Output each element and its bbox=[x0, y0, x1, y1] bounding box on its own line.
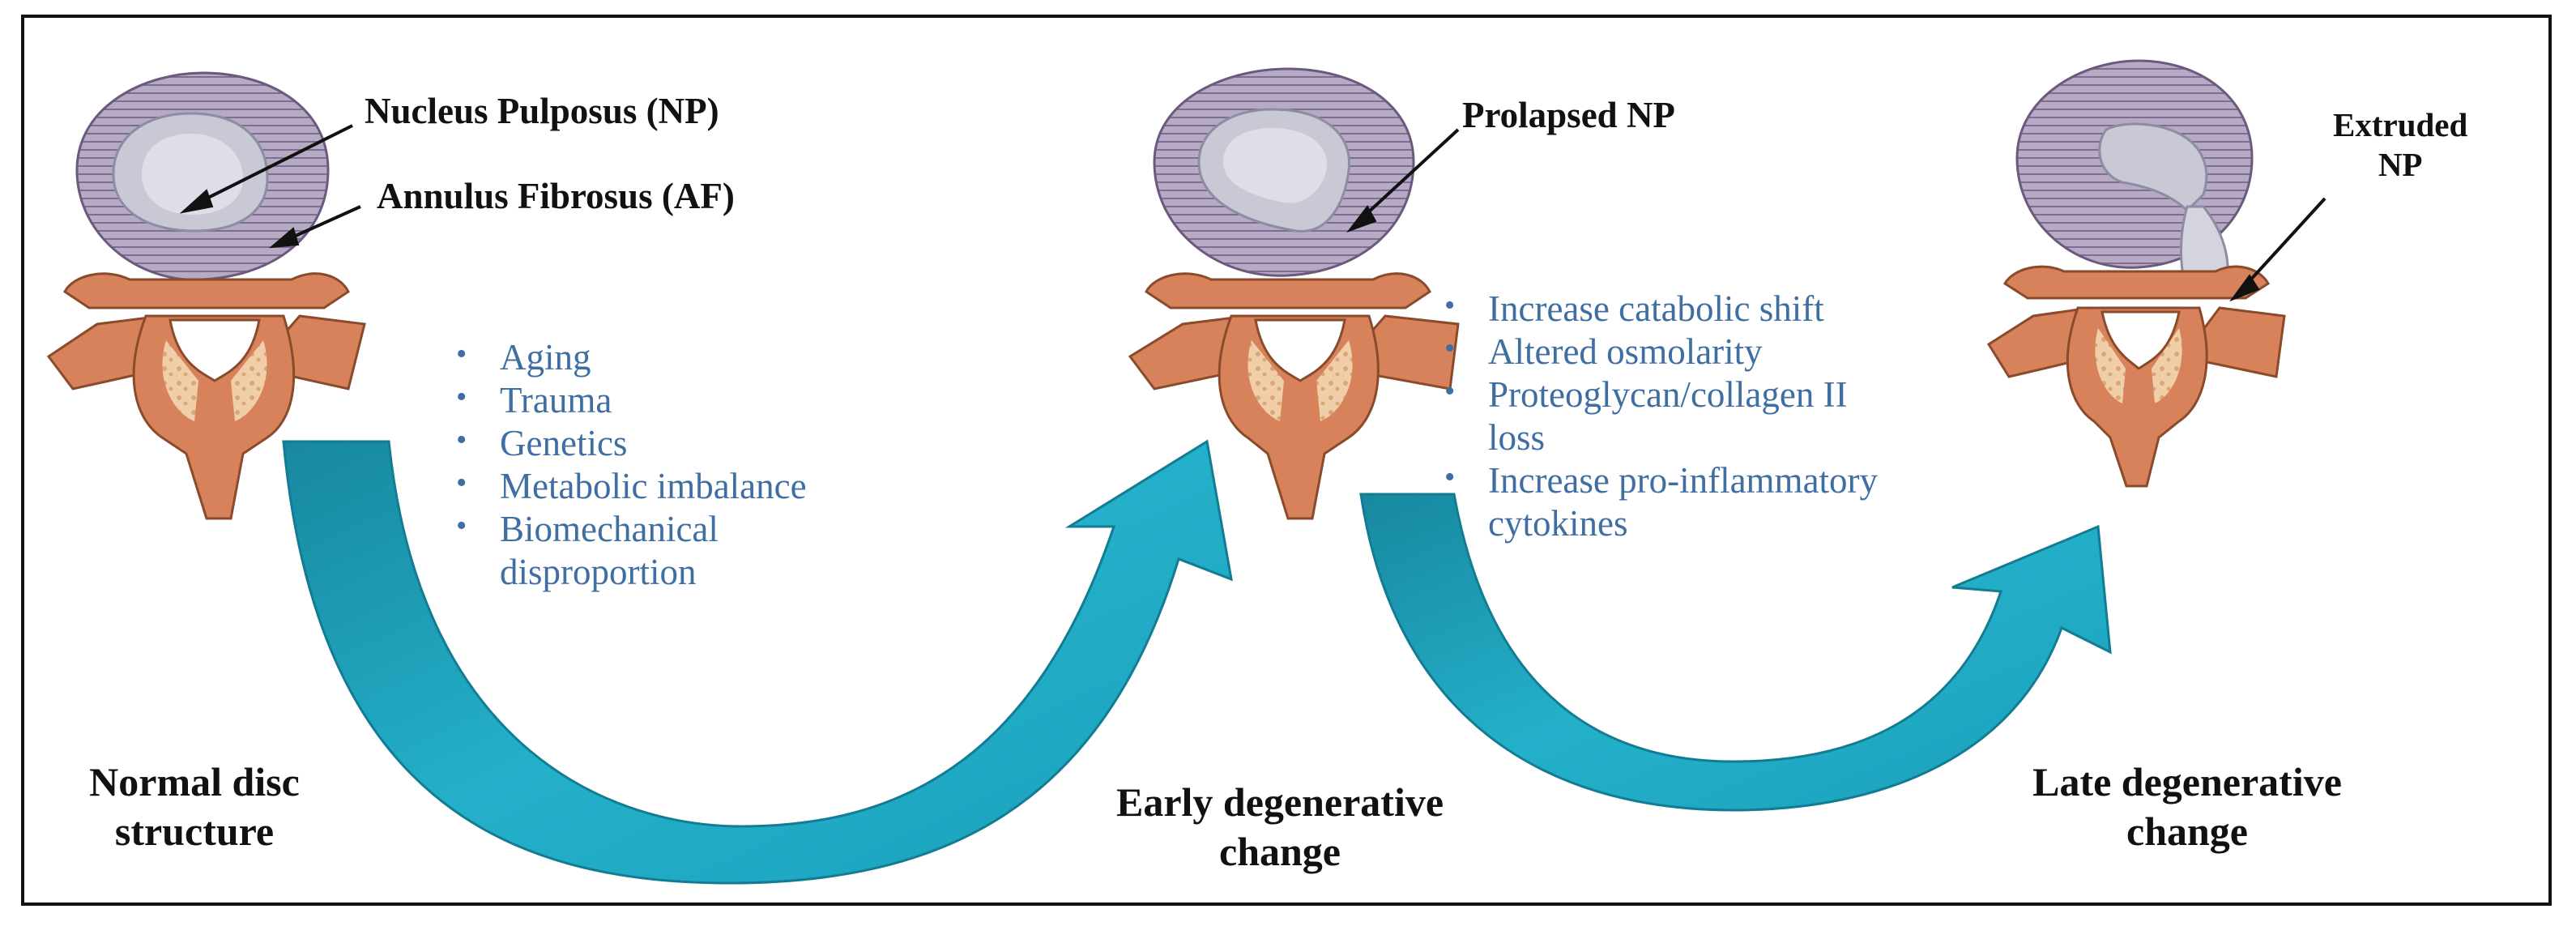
degeneration-event-item: Increase pro-inflammatory bbox=[1438, 459, 1878, 502]
risk-factor-item: Aging bbox=[450, 336, 807, 379]
risk-factor-list: Aging Trauma Genetics Metabolic imbalanc… bbox=[450, 336, 807, 595]
stage-late-label: Late degenerative change bbox=[1960, 757, 2414, 856]
extruded-np-label-line2: NP bbox=[2378, 146, 2423, 184]
degeneration-event-list: Increase catabolic shift Altered osmolar… bbox=[1438, 288, 1878, 546]
degeneration-event-item: Increase catabolic shift bbox=[1438, 288, 1878, 331]
annulus-fibrosus-label: Annulus Fibrosus (AF) bbox=[377, 176, 735, 216]
extruded-np-label-line1: Extruded bbox=[2333, 106, 2468, 143]
risk-factor-continuation: disproportion bbox=[500, 552, 697, 593]
risk-factor-item: Genetics bbox=[450, 422, 807, 465]
stage-early-line2: change bbox=[1219, 829, 1341, 874]
stage-normal-label: Normal disc structure bbox=[41, 757, 348, 856]
prolapsed-np-label: Prolapsed NP bbox=[1462, 95, 1675, 135]
risk-factor-item: Trauma bbox=[450, 379, 807, 422]
stage-normal-line2: structure bbox=[114, 809, 275, 854]
nucleus-pulposus-label: Nucleus Pulposus (NP) bbox=[365, 91, 719, 131]
degeneration-event-continuation: cytokines bbox=[1488, 503, 1628, 544]
progression-arrow-2 bbox=[1359, 493, 2112, 812]
pointer-arrows bbox=[179, 124, 2327, 302]
degeneration-event-continuation: loss bbox=[1488, 417, 1546, 459]
degeneration-event-item: Proteoglycan/collagen II bbox=[1438, 373, 1878, 416]
stage-early-label: Early degenerative change bbox=[1053, 778, 1507, 877]
risk-factor-item: Metabolic imbalance bbox=[450, 465, 807, 508]
degeneration-event-item: Altered osmolarity bbox=[1438, 331, 1878, 373]
progression-arrow-1 bbox=[282, 439, 1233, 885]
stage-early-line1: Early degenerative bbox=[1115, 779, 1444, 825]
normal-vertebra-illustration bbox=[46, 71, 366, 520]
risk-factor-item: Biomechanical bbox=[450, 508, 807, 551]
late-degenerative-vertebra-illustration bbox=[1986, 59, 2286, 488]
stage-normal-line1: Normal disc bbox=[89, 759, 300, 804]
extruded-np-label: Extruded NP bbox=[2333, 105, 2467, 185]
stage-late-line1: Late degenerative bbox=[2032, 759, 2342, 804]
stage-late-line2: change bbox=[2126, 809, 2248, 854]
early-degenerative-vertebra-illustration bbox=[1128, 67, 1460, 520]
